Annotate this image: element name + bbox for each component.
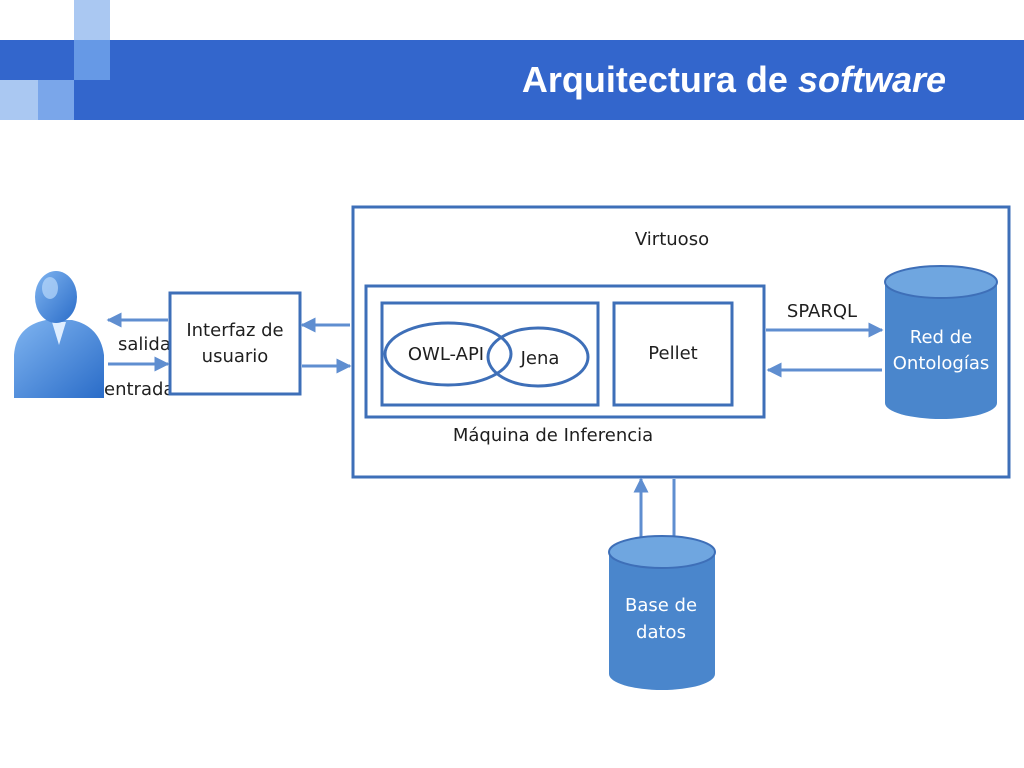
base-datos-label-line2: datos: [636, 622, 686, 643]
salida-label: salida: [118, 334, 171, 355]
sparql-label: SPARQL: [787, 301, 857, 322]
virtuoso-label: Virtuoso: [635, 229, 709, 250]
base-de-datos-cylinder: [608, 535, 716, 690]
slide-title-emphasis: software: [797, 59, 946, 100]
owl-api-label: OWL-API: [408, 344, 484, 365]
interfaz-label-line1: Interfaz de: [186, 320, 283, 341]
slide-title: Arquitectura de software: [522, 52, 946, 108]
jena-label: Jena: [520, 348, 560, 369]
maquina-inferencia-label: Máquina de Inferencia: [453, 425, 653, 446]
red-ontologias-cylinder: [884, 265, 998, 419]
interfaz-usuario-box: [168, 291, 302, 396]
pellet-label: Pellet: [648, 343, 697, 364]
red-ontologias-label-line1: Red de: [910, 327, 972, 348]
jena-ellipse: [486, 326, 590, 388]
interfaz-label-line2: usuario: [202, 346, 269, 367]
header-deco-square: [0, 80, 38, 120]
base-datos-label-line1: Base de: [625, 595, 697, 616]
header-deco-square: [74, 0, 110, 40]
header-deco-square: [38, 80, 74, 120]
red-ontologias-label-line2: Ontologías: [893, 353, 990, 374]
pellet-box: [612, 301, 734, 407]
header-deco-square: [74, 40, 110, 80]
slide-title-prefix: Arquitectura de: [521, 59, 788, 100]
user-icon: [14, 271, 104, 398]
entrada-label: entrada: [104, 379, 174, 400]
title-bar: [0, 40, 1024, 120]
owl-api-ellipse: [383, 321, 513, 387]
